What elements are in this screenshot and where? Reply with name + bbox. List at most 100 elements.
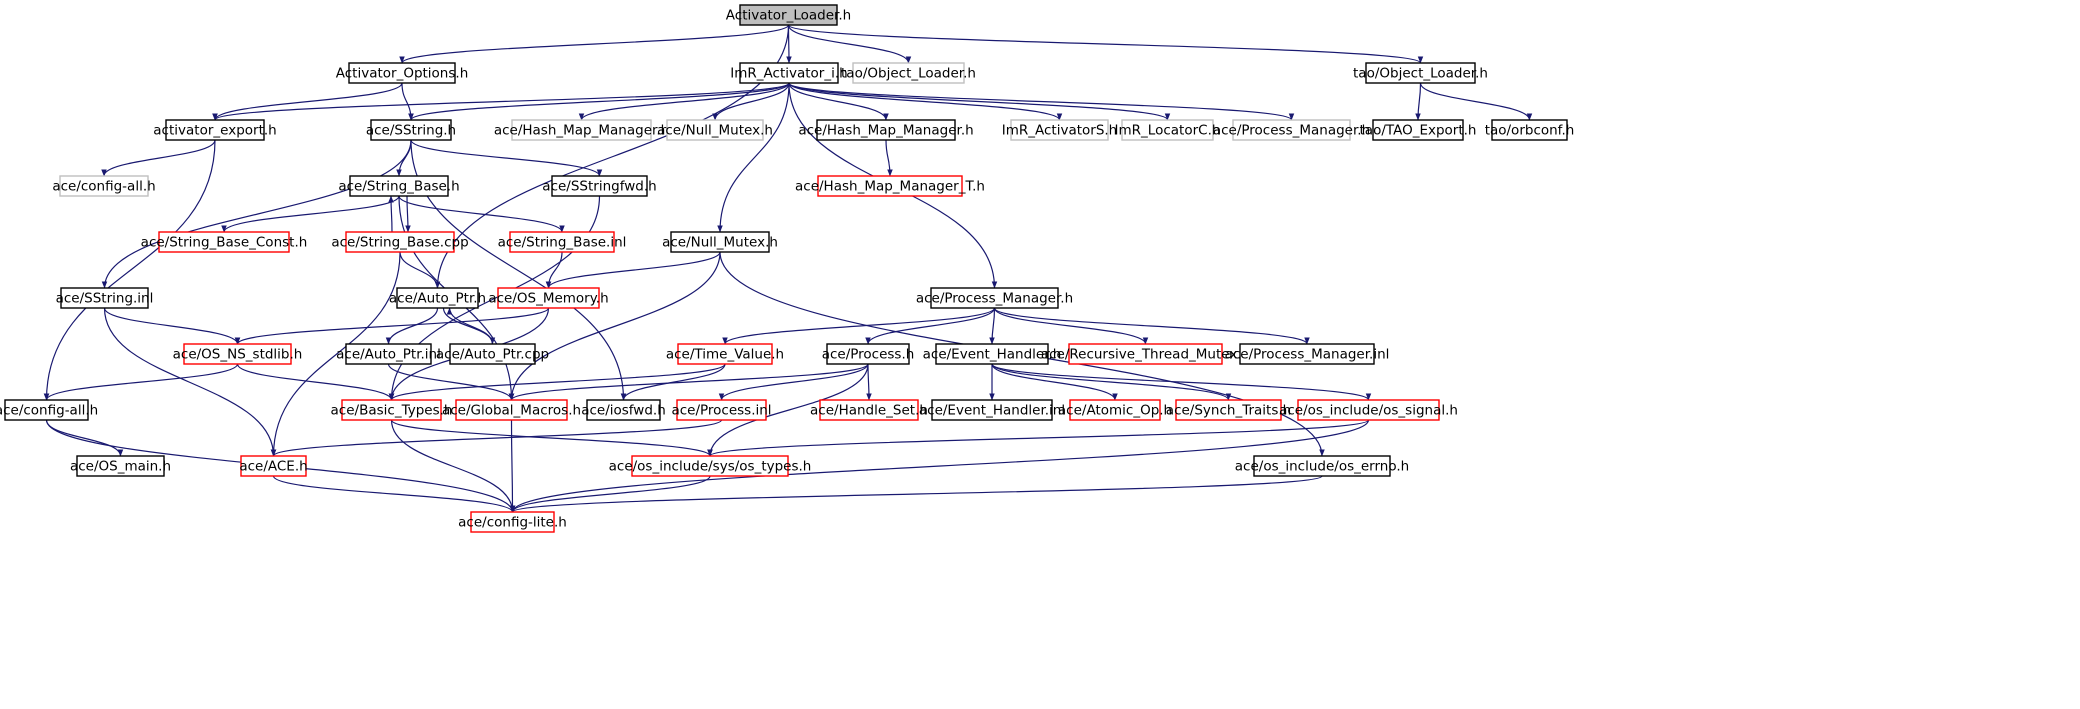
dependency-edge	[272, 475, 516, 513]
node-label: ace/Process_Manager.h	[1213, 123, 1370, 139]
node-box	[1121, 119, 1214, 141]
dependency-edge	[396, 139, 412, 177]
graph-node-ace-auto-ptr-h[interactable]: ace/Auto_Ptr.h	[389, 287, 486, 309]
graph-node-ace-config-lite-h[interactable]: ace/config-lite.h	[458, 511, 567, 533]
node-box	[60, 287, 149, 309]
graph-node-ace-hash-map-manager-h[interactable]: ace/Hash_Map_Manager.h	[494, 119, 669, 141]
graph-node-ace-process-manager-inl[interactable]: ace/Process_Manager.inl	[1225, 343, 1390, 365]
graph-node-tao-object-loader-h[interactable]: tao/Object_Loader.h	[1353, 62, 1488, 84]
node-box	[670, 231, 770, 253]
node-box	[240, 455, 307, 477]
graph-node-imr-activator-i-h[interactable]: ImR_Activator_i.h	[730, 62, 848, 84]
graph-node-ace-global-macros-h[interactable]: ace/Global_Macros.h	[442, 399, 581, 421]
graph-node-ace-null-mutex-h[interactable]: ace/Null_Mutex.h	[662, 231, 778, 253]
graph-node-ace-os-main-h[interactable]: ace/OS_main.h	[70, 455, 171, 477]
graph-node-ace-os-ns-stdlib-h[interactable]: ace/OS_NS_stdlib.h	[173, 343, 303, 365]
node-label: ace/Process_Manager.inl	[1225, 347, 1390, 363]
graph-node-ace-ace-h[interactable]: ace/ACE.h	[239, 455, 308, 477]
node-box	[1010, 119, 1109, 141]
graph-node-ace-iosfwd-h[interactable]: ace/iosfwd.h	[581, 399, 666, 421]
graph-node-ace-sstringfwd-h[interactable]: ace/SStringfwd.h	[542, 175, 657, 197]
graph-node-activator-export-h[interactable]: activator_export.h	[153, 119, 277, 141]
dependency-edge	[405, 195, 411, 233]
dependency-edge	[509, 475, 711, 513]
graph-node-activator-options-h[interactable]: Activator_Options.h	[336, 62, 469, 84]
graph-node-ace-process-h[interactable]: ace/Process.h	[822, 343, 915, 365]
node-label: ace/Event_Handler.h	[923, 347, 1062, 363]
graph-node-ace-sstring-h[interactable]: ace/SString.h	[366, 119, 456, 141]
dependency-edge	[885, 139, 893, 177]
graph-node-ace-string-base-cpp[interactable]: ace/String_Base.cpp	[331, 231, 469, 253]
graph-node-ace-basic-types-h[interactable]: ace/Basic_Types.h	[331, 399, 453, 421]
node-label: ace/SString.h	[366, 123, 456, 139]
graph-node-ace-os-memory-h[interactable]: ace/OS_Memory.h	[488, 287, 609, 309]
graph-node-ace-string-base-h[interactable]: ace/String_Base.h	[338, 175, 460, 197]
node-box	[586, 399, 661, 421]
node-label: ace/config-lite.h	[458, 515, 567, 531]
dependency-edge	[989, 307, 996, 345]
graph-node-ace-config-all-h[interactable]: ace/config-all.h	[52, 175, 156, 197]
dependency-edge	[509, 419, 1370, 513]
graph-node-ace-event-handler-inl[interactable]: ace/Event_Handler.inl	[919, 399, 1065, 421]
node-box	[819, 399, 919, 421]
graph-node-ace-process-manager-h[interactable]: ace/Process_Manager.h	[1213, 119, 1370, 141]
node-label: tao/Object_Loader.h	[1353, 66, 1488, 82]
node-label: ace/Null_Mutex.h	[662, 235, 778, 251]
graph-node-ace-recursive-thread-mutex-h[interactable]: ace/Recursive_Thread_Mutex.h	[1041, 343, 1250, 365]
node-box	[930, 287, 1059, 309]
node-label: ace/ACE.h	[239, 459, 307, 475]
node-label: ace/Auto_Ptr.inl	[336, 347, 441, 363]
graph-node-ace-os-include-os-signal-h[interactable]: ace/os_include/os_signal.h	[1279, 399, 1458, 421]
graph-node-tao-tao-export-h[interactable]: tao/TAO_Export.h	[1360, 119, 1477, 141]
node-label: ace/iosfwd.h	[581, 403, 666, 419]
graph-node-ace-config-all-h[interactable]: ace/config-all.h	[0, 399, 98, 421]
graph-node-ace-synch-traits-h[interactable]: ace/Synch_Traits.h	[1166, 399, 1291, 421]
dependency-edge	[707, 363, 869, 457]
dependency-edge	[221, 195, 400, 233]
graph-node-ace-auto-ptr-inl[interactable]: ace/Auto_Ptr.inl	[336, 343, 441, 365]
graph-node-ace-sstring-inl[interactable]: ace/SString.inl	[56, 287, 154, 309]
node-box	[931, 399, 1053, 421]
graph-node-ace-process-inl[interactable]: ace/Process.inl	[671, 399, 772, 421]
graph-node-ace-process-manager-h[interactable]: ace/Process_Manager.h	[916, 287, 1073, 309]
dependency-edge	[43, 139, 216, 401]
node-label: ace/SString.inl	[56, 291, 154, 307]
node-label: ace/Basic_Types.h	[331, 403, 453, 419]
graph-node-ace-event-handler-h[interactable]: ace/Event_Handler.h	[923, 343, 1062, 365]
graph-node-ace-handle-set-h[interactable]: ace/Handle_Set.h	[810, 399, 928, 421]
node-box	[666, 119, 764, 141]
graph-node-ace-time-value-h[interactable]: ace/Time_Value.h	[666, 343, 784, 365]
node-label: activator_export.h	[153, 123, 276, 139]
dependency-edge	[508, 251, 721, 401]
node-label: ace/Handle_Set.h	[810, 403, 928, 419]
graph-node-activator-loader-h[interactable]: Activator_Loader.h	[726, 4, 851, 26]
node-box	[852, 62, 965, 84]
graph-node-ace-hash-map-manager-t-h[interactable]: ace/Hash_Map_Manager_T.h	[795, 175, 985, 197]
graph-node-ace-hash-map-manager-h[interactable]: ace/Hash_Map_Manager.h	[798, 119, 974, 141]
graph-node-imr-activators-h[interactable]: ImR_ActivatorS.h	[1002, 119, 1118, 141]
node-box	[1365, 62, 1476, 84]
graph-node-ace-string-base-inl[interactable]: ace/String_Base.inl	[498, 231, 627, 253]
graph-node-tao-orbconf-h[interactable]: tao/orbconf.h	[1485, 119, 1575, 141]
graph-node-tao-object-loader-h[interactable]: tao/Object_Loader.h	[841, 62, 976, 84]
graph-node-ace-null-mutex-h[interactable]: ace/Null_Mutex.h	[657, 119, 773, 141]
node-label: ace/Process.inl	[671, 403, 771, 419]
graph-node-ace-os-include-os-errno-h[interactable]: ace/os_include/os_errno.h	[1235, 455, 1409, 477]
dependency-edge	[385, 307, 439, 345]
dependency-edge	[388, 363, 726, 401]
dependency-edge	[788, 82, 1295, 121]
dependency-edge	[212, 82, 790, 121]
graph-node-ace-atomic-op-h[interactable]: ace/Atomic_Op.h	[1058, 399, 1172, 421]
graph-node-ace-os-include-sys-os-types-h[interactable]: ace/os_include/sys/os_types.h	[609, 455, 812, 477]
node-box	[345, 231, 455, 253]
graph-node-imr-locatorc-h[interactable]: ImR_LocatorC.h	[1115, 119, 1221, 141]
dependency-edge	[103, 307, 277, 457]
graph-node-ace-string-base-const-h[interactable]: ace/String_Base_Const.h	[141, 231, 308, 253]
dependency-edge	[270, 251, 401, 457]
graph-node-ace-auto-ptr-cpp[interactable]: ace/Auto_Ptr.cpp	[436, 343, 549, 365]
dependency-edge	[991, 363, 1232, 401]
node-label: ace/SStringfwd.h	[542, 179, 656, 195]
node-label: tao/orbconf.h	[1485, 123, 1575, 139]
dependency-edge	[236, 363, 395, 401]
dependency-edge	[788, 82, 889, 121]
